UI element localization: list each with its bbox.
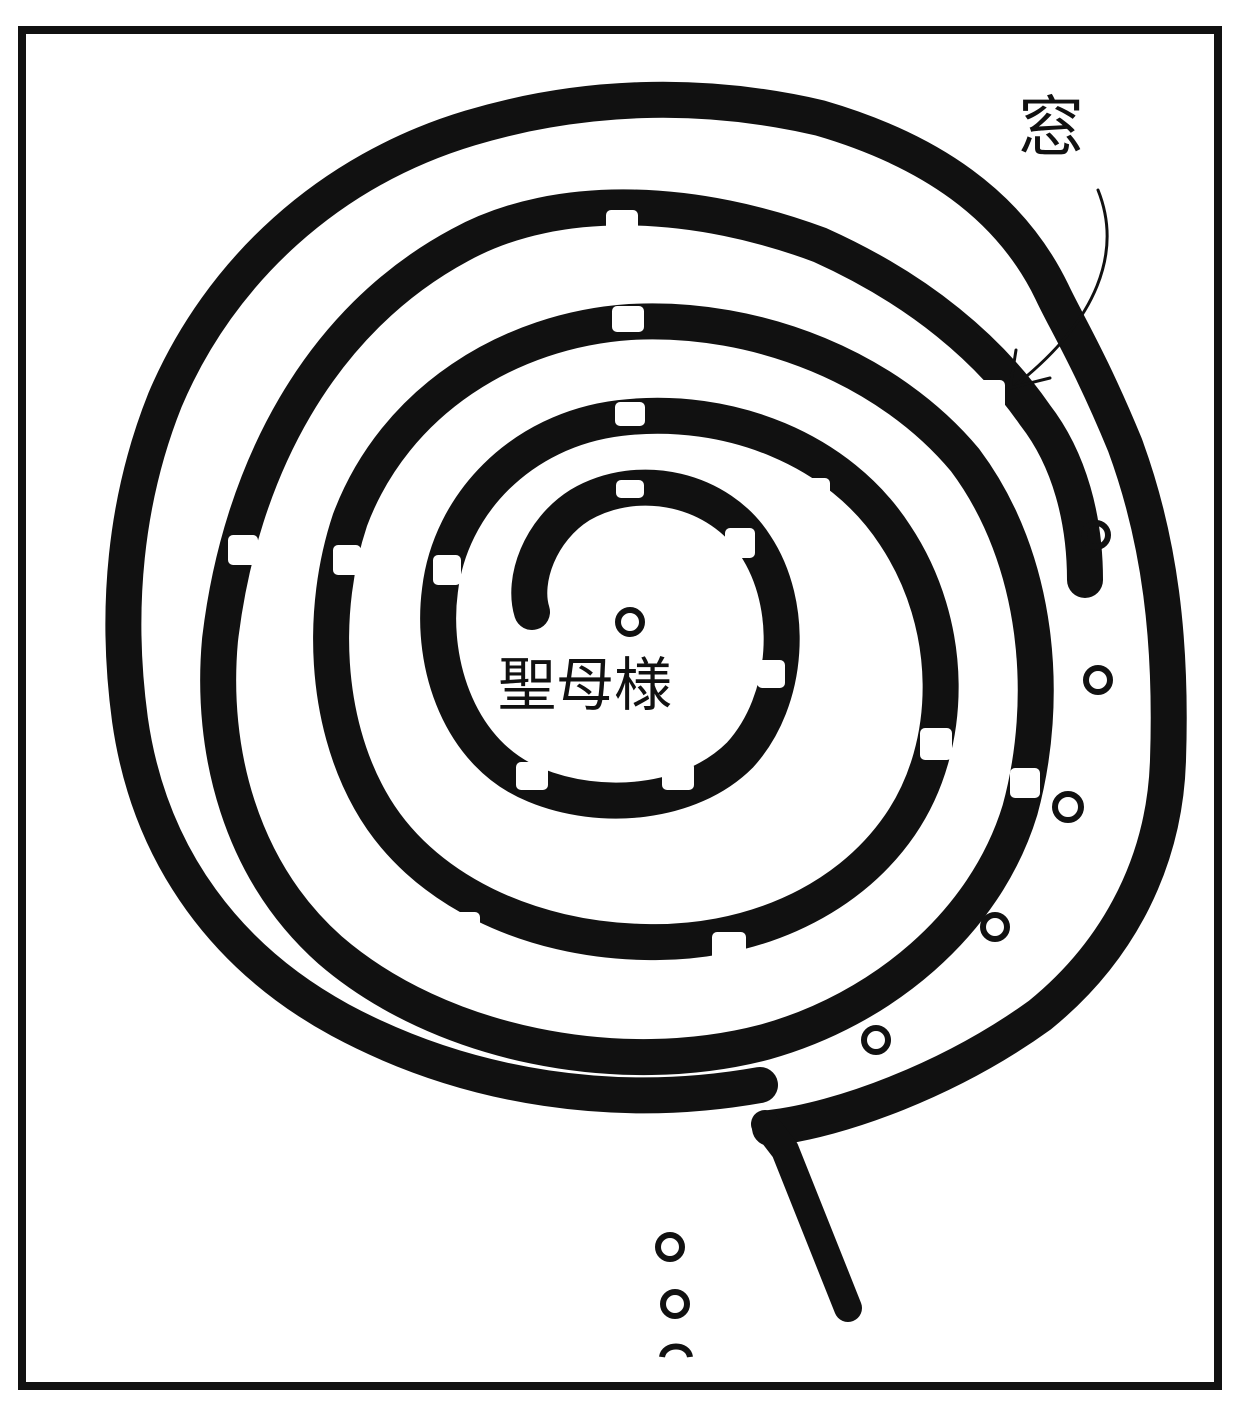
window-marker-icon	[612, 306, 644, 332]
window-marker-icon	[920, 728, 952, 760]
arrow-icon	[1010, 188, 1109, 390]
footprint-icon	[980, 912, 1010, 942]
window-marker-icon	[725, 528, 755, 558]
window-label: 窓	[1018, 89, 1084, 166]
spiral-wall	[200, 189, 1103, 1076]
footprints	[655, 520, 1113, 1359]
window-marker-icon	[448, 912, 480, 944]
window-marker-icon	[1010, 768, 1040, 798]
window-marker-icon	[840, 692, 868, 722]
center-label: 聖母様	[498, 651, 672, 719]
window-marker-icon	[800, 478, 830, 508]
footprint-icon	[655, 1232, 685, 1262]
footprint-icon	[659, 1343, 693, 1359]
footprint-icon	[1081, 520, 1111, 550]
window-markers	[228, 210, 1040, 962]
window-marker-icon	[616, 480, 644, 498]
window-marker-icon	[975, 380, 1005, 410]
window-marker-icon	[662, 762, 694, 790]
window-marker-icon	[688, 845, 722, 873]
footprint-icon	[861, 1025, 891, 1055]
window-marker-icon	[880, 432, 910, 462]
statue-marker-icon	[615, 607, 645, 637]
outer-wall	[105, 81, 1187, 1146]
window-marker-icon	[228, 535, 258, 565]
window-marker-icon	[606, 210, 638, 236]
window-marker-icon	[480, 832, 516, 862]
window-marker-icon	[757, 660, 785, 688]
window-marker-icon	[516, 762, 548, 790]
window-marker-icon	[333, 545, 361, 575]
footprint-icon	[1083, 665, 1113, 695]
arrow-head	[1008, 348, 1052, 390]
window-marker-icon	[712, 932, 746, 962]
window-marker-icon	[433, 555, 461, 585]
window-marker-icon	[615, 402, 645, 426]
footprint-icon	[660, 1289, 690, 1319]
footprint-icon	[1052, 791, 1084, 823]
entrance-wall	[751, 1110, 862, 1322]
